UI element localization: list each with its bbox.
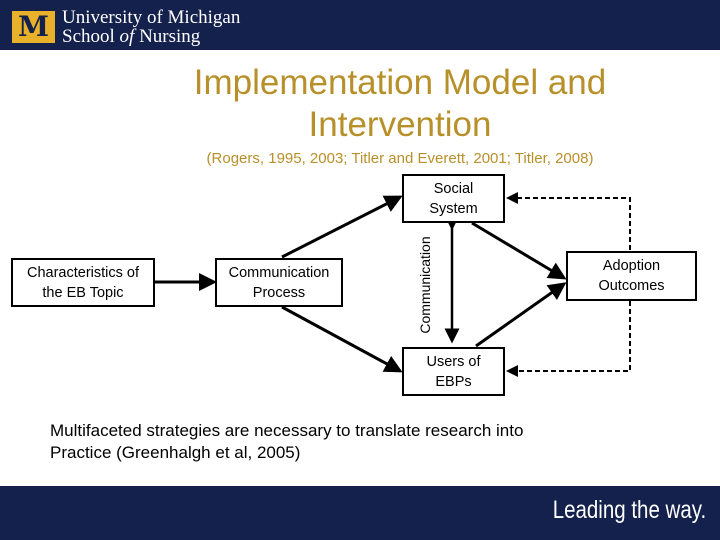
slide-title: Implementation Model and Intervention [193,63,607,144]
summary-text: Multifaceted strategies are necessary to… [50,421,524,462]
communication-label: Communication [417,236,433,334]
logo-line2: School of Nursing [62,26,201,47]
header-banner: M University of Michigan School of Nursi… [0,0,720,50]
michigan-logo-icon: M [12,11,55,43]
footer-tagline: Leading the way. [552,496,706,524]
logo-line1: University of Michigan [62,7,241,28]
footer-banner: Leading the way. [0,486,720,540]
slide-subtitle: (Rogers, 1995, 2003; Titler and Everett,… [206,150,594,167]
logo-wordmark: University of Michigan School of Nursing [62,8,240,46]
